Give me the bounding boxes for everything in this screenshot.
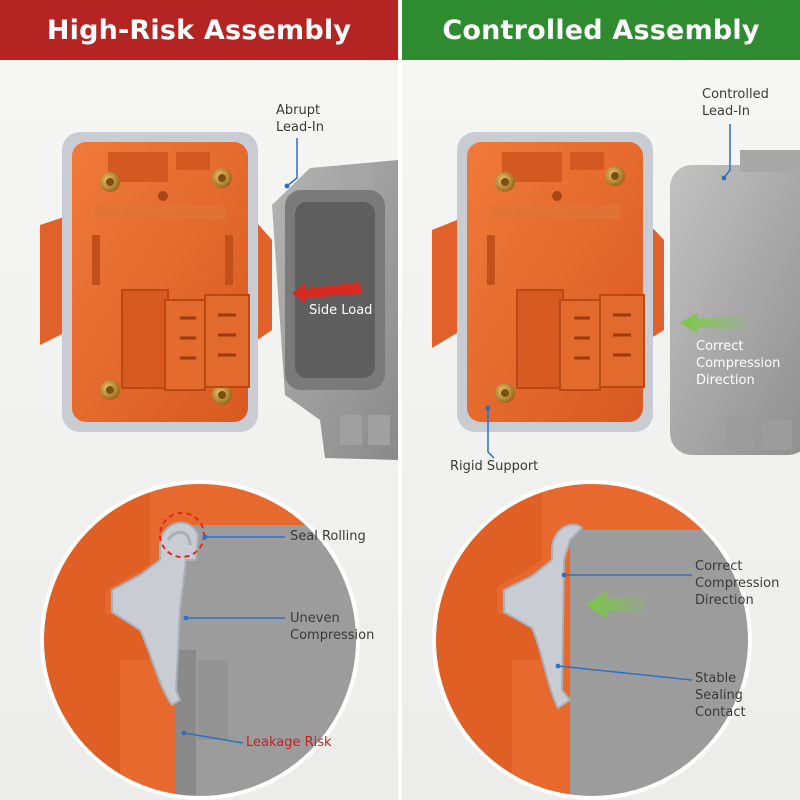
mounting-screw-icon (212, 385, 232, 405)
mounting-screw-icon (100, 172, 120, 192)
stable-sealing-contact-leader (555, 663, 693, 681)
abrupt-lead-in-leader (284, 138, 298, 189)
abrupt-lead-in-label: Abrupt Lead-In (276, 103, 324, 135)
side-load-label: Side Load (309, 303, 373, 318)
controlled-lead-in-leader (721, 124, 731, 181)
orange-connector (40, 132, 272, 432)
mounting-screw-icon (100, 380, 120, 400)
uneven-compression-label: Uneven Compression (290, 611, 375, 643)
correct-compression-bottom-label: Correct Compression Direction (695, 559, 780, 608)
arrow-left-green-icon (680, 312, 747, 334)
contact-cavity-blocks (121, 289, 250, 391)
rigid-support-label: Rigid Support (450, 459, 539, 474)
high-risk-panel: High-Risk Assembly (0, 0, 398, 800)
controlled-title-banner: Controlled Assembly (402, 0, 800, 60)
high-risk-title-banner: High-Risk Assembly (0, 0, 398, 60)
mounting-screw-icon (495, 383, 515, 403)
rigid-support-leader (485, 405, 495, 459)
gray-mating-housing (670, 150, 800, 455)
correct-compression-top-label: Correct Compression Direction (696, 339, 781, 388)
panel-divider (398, 0, 402, 800)
high-risk-illustration (40, 132, 398, 800)
leakage-risk-label: Leakage Risk (246, 735, 332, 750)
contact-cavity-blocks (516, 289, 645, 391)
seal-detail-magnifier (432, 480, 752, 800)
mounting-screw-icon (605, 166, 625, 186)
arrow-left-red-icon (292, 282, 362, 304)
controlled-lead-in-label: Controlled Lead-In (702, 87, 769, 119)
controlled-panel: Controlled Assembly (402, 0, 800, 800)
orange-connector (432, 132, 664, 432)
seal-rolling-label: Seal Rolling (290, 529, 366, 544)
mounting-screw-icon (212, 168, 232, 188)
controlled-illustration (432, 124, 800, 800)
mounting-screw-icon (495, 172, 515, 192)
stable-sealing-contact-label: Stable Sealing Contact (695, 671, 746, 720)
leakage-risk-leader (181, 730, 244, 744)
